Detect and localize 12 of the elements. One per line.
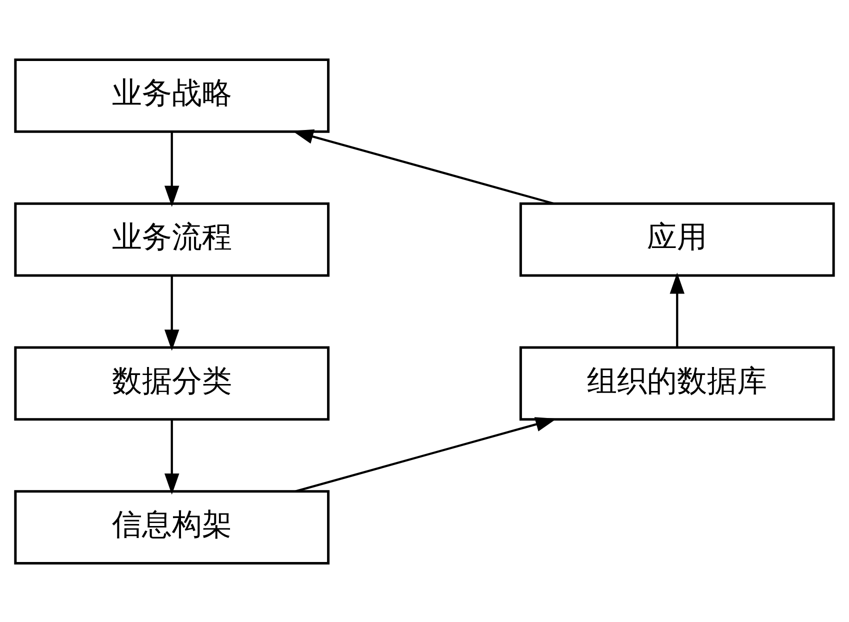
arrow [295,416,557,492]
arrow [670,272,685,347]
arrow [164,419,180,494]
node-box: 应用 [519,202,835,276]
node-box: 业务流程 [14,202,330,276]
node-box: 信息构架 [14,490,330,564]
node-box: 组织的数据库 [519,346,835,420]
arrow [164,275,180,350]
arrow [292,128,554,204]
arrow [164,132,180,206]
node-box: 业务战略 [14,58,330,132]
node-box: 数据分类 [14,346,330,420]
